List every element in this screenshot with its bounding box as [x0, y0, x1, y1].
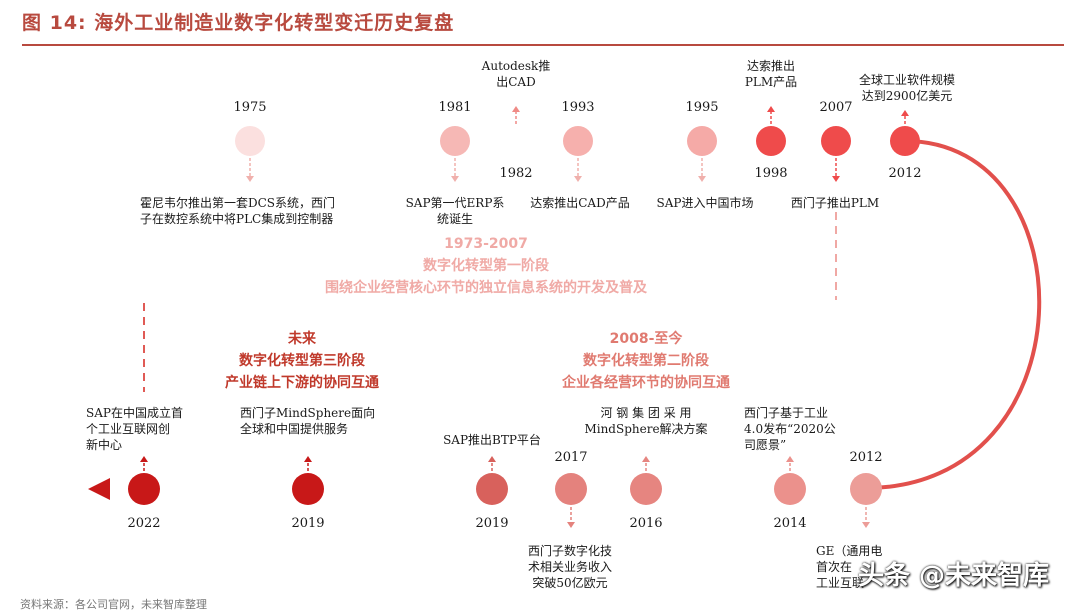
year-2019a: 2019 — [291, 516, 325, 531]
node-2007 — [821, 126, 851, 156]
year-2012-top: 2012 — [888, 166, 922, 181]
bottom-down-arrows — [567, 507, 870, 528]
event-1982: Autodesk推出CAD — [481, 59, 551, 89]
watermark: 头条 @未来智库 — [858, 561, 1050, 591]
bottom-nodes — [128, 473, 882, 505]
year-2007: 2007 — [819, 100, 853, 115]
year-1998: 1998 — [754, 166, 788, 181]
year-1981: 1981 — [438, 100, 472, 115]
event-2022: SAP在中国成立首个工业互联网创新中心 — [86, 406, 183, 452]
year-2022: 2022 — [127, 516, 161, 531]
stage-1-desc: 围绕企业经营核心环节的独立信息系统的开发及普及 — [325, 280, 647, 296]
node-2014 — [774, 473, 806, 505]
top-nodes — [235, 126, 920, 156]
source-footer: 资料来源：各公司官网，未来智库整理 — [20, 598, 207, 611]
node-2019b — [476, 473, 508, 505]
node-1993 — [563, 126, 593, 156]
stage-2-period: 2008-至今 — [609, 331, 683, 347]
stage-3-label: 未来 数字化转型第三阶段 产业链上下游的协同互通 — [192, 328, 412, 394]
year-1995: 1995 — [685, 100, 719, 115]
bottom-up-arrows — [140, 456, 794, 471]
event-2017: 西门子数字化技术相关业务收入突破50亿欧元 — [527, 544, 612, 590]
node-1975 — [235, 126, 265, 156]
title-rule — [22, 44, 1064, 46]
year-1975: 1975 — [233, 100, 267, 115]
node-2022 — [128, 473, 160, 505]
bottom-timeline-arrowhead — [88, 478, 110, 500]
event-2012-bottom: GE（通用电首次在工业互联 — [816, 544, 883, 590]
node-2016 — [630, 473, 662, 505]
node-2017 — [555, 473, 587, 505]
stage-2-label: 2008-至今 数字化转型第二阶段 企业各经营环节的协同互通 — [526, 328, 766, 394]
year-2016: 2016 — [629, 516, 663, 531]
year-1993: 1993 — [561, 100, 595, 115]
event-1981: SAP第一代ERP系统诞生 — [405, 196, 505, 226]
stage-1-name: 数字化转型第一阶段 — [423, 258, 549, 274]
node-1998 — [756, 126, 786, 156]
year-1982: 1982 — [499, 166, 533, 181]
stage-2-desc: 企业各经营环节的协同互通 — [562, 375, 730, 391]
top-down-arrows — [246, 158, 840, 182]
event-2019b: SAP推出BTP平台 — [443, 433, 541, 447]
stage-1-label: 1973-2007 数字化转型第一阶段 围绕企业经营核心环节的独立信息系统的开发… — [286, 233, 686, 299]
node-2012-bottom — [850, 473, 882, 505]
event-2019a: 西门子MindSphere面向全球和中国提供服务 — [240, 406, 376, 436]
node-1981 — [440, 126, 470, 156]
year-2014: 2014 — [773, 516, 807, 531]
event-2007: 西门子推出PLM — [790, 196, 880, 210]
year-2019b: 2019 — [475, 516, 509, 531]
node-2012-top — [890, 126, 920, 156]
stage-2-name: 数字化转型第二阶段 — [583, 353, 709, 369]
event-2012-top: 全球工业软件规模达到2900亿美元 — [858, 73, 955, 103]
year-2012-bottom: 2012 — [849, 450, 883, 465]
event-1975: 霍尼韦尔推出第一套DCS系统，西门子在数控系统中将PLC集成到控制器 — [140, 196, 336, 226]
event-1995: SAP进入中国市场 — [656, 196, 754, 210]
year-2017: 2017 — [554, 450, 588, 465]
top-up-arrows — [512, 106, 909, 124]
figure-title: 图 14: 海外工业制造业数字化转型变迁历史复盘 — [22, 12, 455, 34]
stage-3-desc: 产业链上下游的协同互通 — [225, 375, 379, 391]
event-1993: 达索推出CAD产品 — [530, 196, 630, 210]
node-2019a — [292, 473, 324, 505]
timeline-connector-curve — [865, 139, 1042, 490]
stage-3-period: 未来 — [288, 331, 316, 347]
node-1995 — [687, 126, 717, 156]
stage-1-period: 1973-2007 — [444, 236, 528, 252]
stage-3-name: 数字化转型第三阶段 — [239, 353, 365, 369]
